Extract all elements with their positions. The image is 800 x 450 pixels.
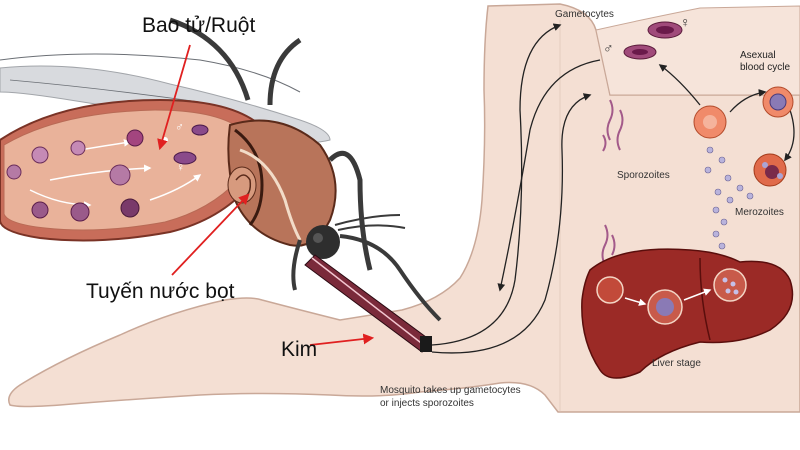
male-symbol-icon: ♂ [603,40,614,56]
gut-male-symbol-icon: ♂ [175,120,184,134]
label-sporozoites: Sporozoites [617,170,670,181]
label-gametocytes: Gametocytes [555,9,614,20]
label-asexual-2: blood cycle [740,62,791,73]
liver [581,248,794,379]
mosquito-head-legs [169,17,442,322]
sporozoites [601,99,624,266]
mosquito-thorax [227,119,337,247]
merozoite-dots [704,146,754,262]
caption-line-2: or injects sporozoites [380,398,474,409]
mosquito-abdomen [0,98,269,242]
flow-arrows [431,23,795,354]
caption-line-1: Mosquito takes up gametocytes [380,385,521,396]
red-blood-cells [693,86,794,187]
label-spores-gut: Bao tử/Ruột [142,14,256,37]
gut-parasite-stages [6,124,209,222]
proboscis [304,254,432,353]
label-liver-stage: Liver stage [652,358,701,369]
label-salivary-gland: Tuyến nước bọt [86,280,235,303]
annotation-arrows [157,44,375,346]
gut-female-symbol-icon: ♀ [176,160,185,174]
label-asexual-1: Asexual [740,50,776,61]
female-symbol-icon: ♀ [680,14,691,30]
gametocytes [623,21,683,60]
label-needle: Kim [281,338,318,361]
label-merozoites: Merozoites [735,207,784,218]
